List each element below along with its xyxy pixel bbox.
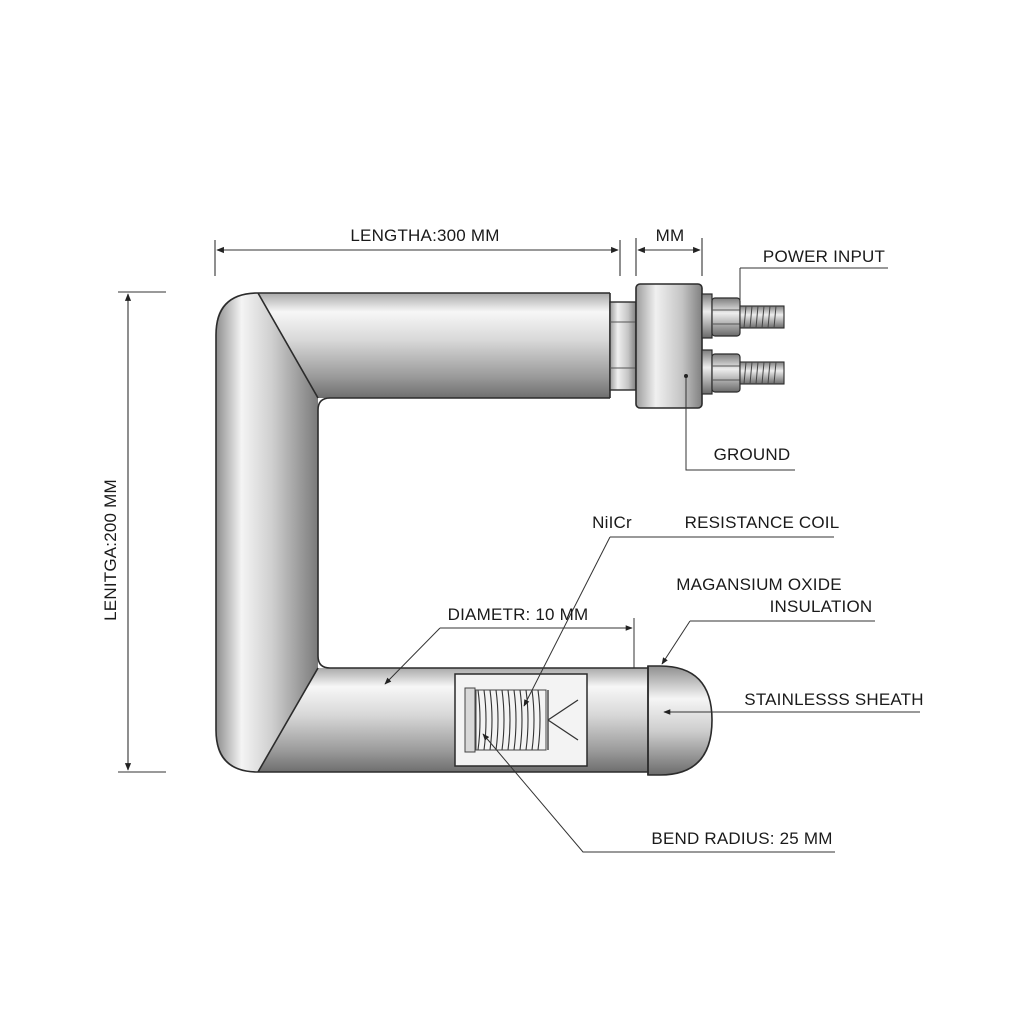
terminal-width-label: MM (656, 226, 685, 245)
insulation-label-line2: INSULATION (770, 597, 873, 616)
callout-resistance-coil: NiICr RESISTANCE COIL (523, 513, 840, 707)
terminal-block (609, 283, 785, 409)
dimension-length-vertical: LENITGA:200 MM (101, 291, 166, 773)
callout-sheath: STAINLESSS SHEATH (663, 690, 924, 715)
callout-bend-radius: BEND RADIUS: 25 MM (482, 733, 835, 853)
callout-power-input: POWER INPUT (739, 247, 888, 300)
dimension-length-horizontal: LENGTHA:300 MM (214, 226, 621, 276)
insulation-label-line1: MAGANSIUM OXIDE (676, 575, 841, 594)
sheath-end-cap (647, 665, 713, 776)
power-input-label: POWER INPUT (763, 247, 885, 266)
cutaway-coil-section (454, 673, 588, 767)
resistance-coil-label: RESISTANCE COIL (685, 513, 840, 532)
sheath-label: STAINLESSS SHEATH (744, 690, 923, 709)
dimension-terminal-width: MM (635, 226, 703, 276)
nicr-label: NiICr (592, 513, 632, 532)
callout-insulation: MAGANSIUM OXIDE INSULATION (661, 575, 875, 665)
ground-label: GROUND (714, 445, 791, 464)
callout-diameter: DIAMETR: 10 MM (384, 605, 635, 685)
bend-radius-label: BEND RADIUS: 25 MM (651, 829, 832, 848)
callout-ground: GROUND (684, 374, 795, 471)
length-vertical-label: LENITGA:200 MM (101, 479, 120, 621)
length-horizontal-label: LENGTHA:300 MM (350, 226, 499, 245)
diameter-label: DIAMETR: 10 MM (448, 605, 589, 624)
